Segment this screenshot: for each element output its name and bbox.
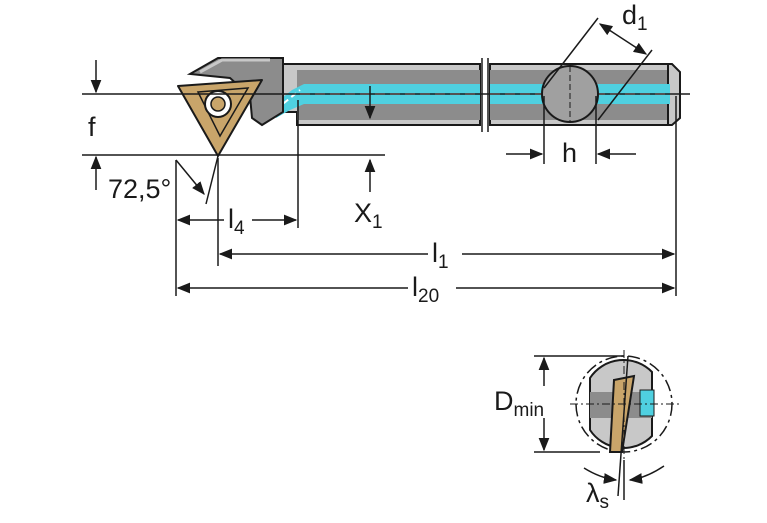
label-l1: l1 bbox=[432, 238, 449, 273]
label-d1: d1 bbox=[622, 0, 648, 35]
label-f: f bbox=[88, 112, 96, 142]
label-lambda: λs bbox=[586, 478, 609, 513]
dim-d1 bbox=[543, 17, 653, 121]
label-h: h bbox=[562, 138, 577, 168]
dim-f bbox=[82, 60, 385, 190]
label-l4: l4 bbox=[228, 204, 245, 239]
end-view bbox=[570, 350, 680, 500]
label-x1: X1 bbox=[354, 198, 383, 233]
dim-h bbox=[506, 96, 636, 164]
extension-lines bbox=[175, 96, 677, 296]
dim-lambda bbox=[583, 465, 665, 484]
break-lines bbox=[481, 58, 489, 132]
label-dmin: Dmin bbox=[494, 386, 544, 421]
triangular-insert bbox=[177, 79, 263, 157]
clamping-flat bbox=[541, 65, 599, 123]
label-angle: 72,5° bbox=[108, 174, 171, 204]
label-l20: l20 bbox=[412, 272, 439, 307]
dim-angle bbox=[175, 155, 219, 205]
